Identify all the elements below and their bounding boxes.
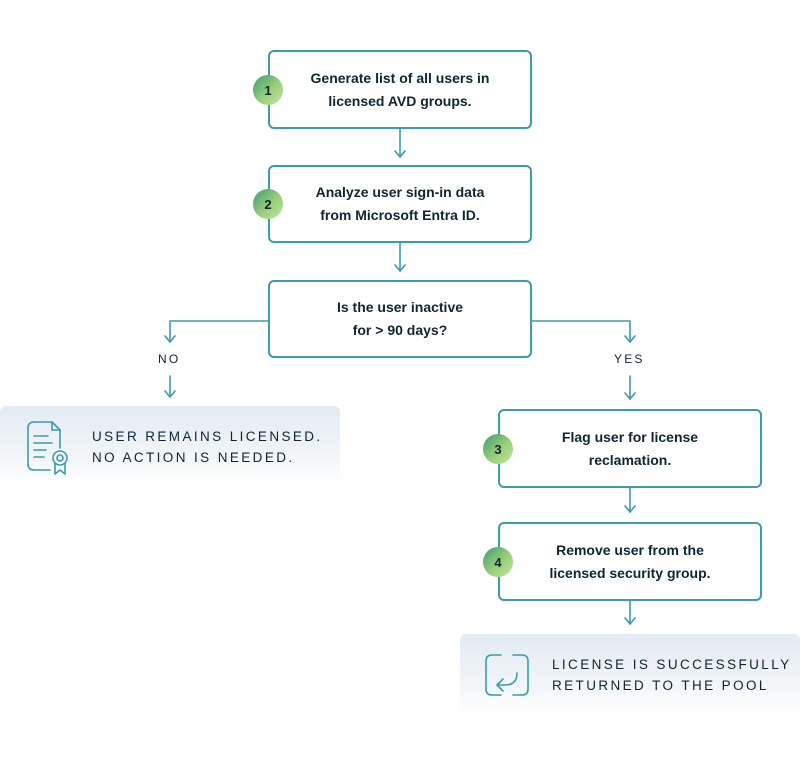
branch-no-label: NO [158, 352, 181, 366]
decision-text: Is the user inactive for > 90 days? [336, 299, 464, 338]
step-1-text: Generate list of all users in licensed A… [310, 69, 490, 109]
step-4-box: Remove user from the licensed security g… [498, 522, 762, 601]
step-2-box: Analyze user sign-in data from Microsoft… [268, 165, 532, 243]
outcome-remains-licensed-text: USER REMAINS LICENSED. NO ACTION IS NEED… [92, 429, 323, 465]
step-4-badge: 4 [483, 547, 513, 577]
arrow-decision-no [169, 320, 269, 343]
step-4-text: Remove user from the licensed security g… [549, 541, 711, 581]
step-1-badge: 1 [253, 75, 283, 105]
step-2-text: Analyze user sign-in data from Microsoft… [315, 184, 485, 223]
step-3-badge: 3 [483, 434, 513, 464]
outcome-remains-licensed: USER REMAINS LICENSED. NO ACTION IS NEED… [0, 406, 340, 486]
outcome-returned-text: LICENSE IS SUCCESSFULLY RETURNED TO THE … [552, 657, 792, 693]
arrow-decision-yes [531, 320, 631, 343]
return-arrow-icon [485, 654, 529, 696]
certificate-document-icon [27, 421, 68, 475]
branch-yes-label: YES [614, 352, 645, 366]
outcome-returned: LICENSE IS SUCCESSFULLY RETURNED TO THE … [460, 634, 800, 714]
step-3-text: Flag user for license reclamation. [561, 428, 699, 468]
step-1-box: Generate list of all users in licensed A… [268, 50, 532, 129]
step-3-box: Flag user for license reclamation. [498, 409, 762, 488]
decision-box: Is the user inactive for > 90 days? [268, 280, 532, 358]
step-2-badge: 2 [253, 189, 283, 219]
